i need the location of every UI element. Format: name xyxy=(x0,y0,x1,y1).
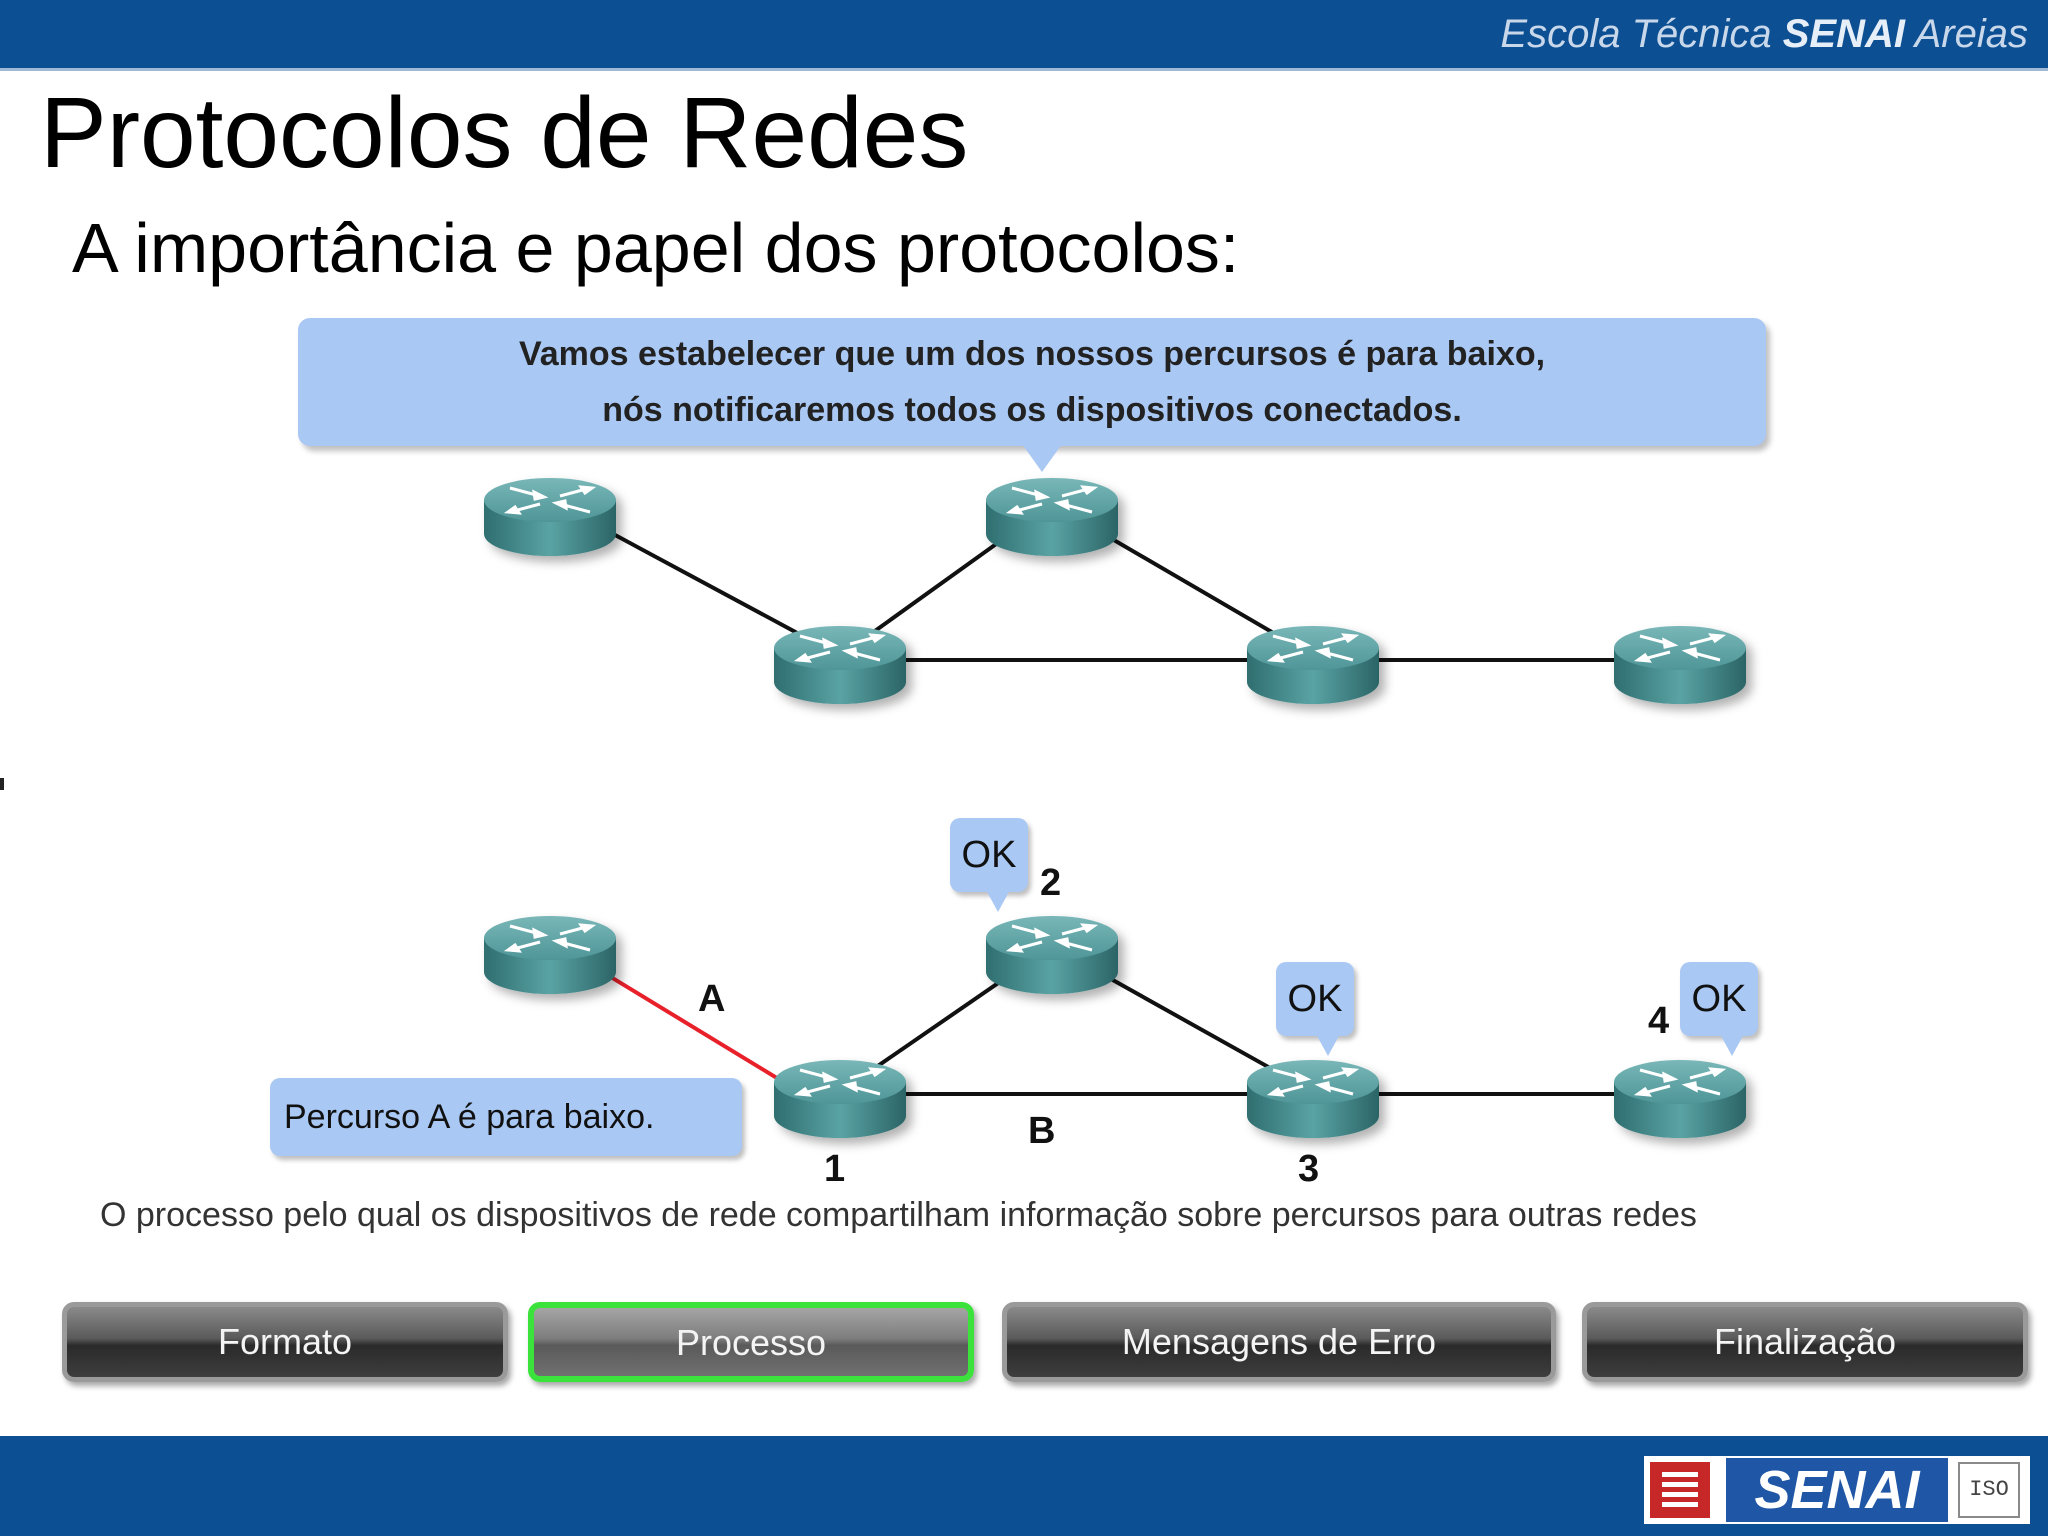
router-icon xyxy=(1247,626,1379,704)
router-icon xyxy=(774,626,906,704)
path-down-callout: Percurso A é para baixo. xyxy=(270,1078,742,1156)
brand-suffix: Areias xyxy=(1904,12,2028,56)
nav-button-processo[interactable]: Processo xyxy=(528,1302,974,1382)
side-mark xyxy=(0,778,4,790)
ok-bubble-router-2: OK xyxy=(950,818,1028,892)
router-number-3: 3 xyxy=(1298,1148,1320,1190)
school-name: Escola Técnica SENAI Areias xyxy=(1500,12,2028,57)
router-icon xyxy=(774,1060,906,1138)
logo-text: SENAI xyxy=(1726,1458,1948,1522)
process-description: O processo pelo qual os dispositivos de … xyxy=(100,1196,1697,1234)
top-callout-line-1: Vamos estabelecer que um dos nossos perc… xyxy=(518,335,1546,373)
senai-logo: SENAI ISO xyxy=(1644,1456,2030,1524)
ok-bubble-router-4: OK xyxy=(1680,962,1758,1036)
header-bar: Escola Técnica SENAI Areias xyxy=(0,0,2048,71)
slide-title: Protocolos de Redes xyxy=(40,77,969,189)
router-icon xyxy=(986,478,1118,556)
ok-bubble-router-3: OK xyxy=(1276,962,1354,1036)
top-callout: Vamos estabelecer que um dos nossos perc… xyxy=(298,318,1766,446)
nav-button-mensagens-de-erro[interactable]: Mensagens de Erro xyxy=(1002,1302,1556,1382)
router-icon xyxy=(1614,626,1746,704)
ok-bubble-tail xyxy=(1316,1034,1340,1056)
router-number-2: 2 xyxy=(1040,862,1062,904)
router-number-1: 1 xyxy=(824,1148,846,1190)
router-icon xyxy=(1247,1060,1379,1138)
router-icon xyxy=(986,916,1118,994)
router-icon xyxy=(1614,1060,1746,1138)
brand-bold: SENAI xyxy=(1782,12,1905,56)
nav-button-finalizacao[interactable]: Finalização xyxy=(1582,1302,2028,1382)
router-icon xyxy=(484,478,616,556)
path-label-b: B xyxy=(1028,1110,1056,1152)
router-number-4: 4 xyxy=(1648,1000,1670,1042)
iso-certification-icon: ISO xyxy=(1958,1462,2020,1518)
logo-emblem-icon xyxy=(1650,1462,1710,1518)
top-callout-tail xyxy=(1022,444,1062,472)
top-callout-line-2: nós notificaremos todos os dispositivos … xyxy=(602,391,1462,429)
path-label-a: A xyxy=(698,978,726,1020)
ok-bubble-tail xyxy=(1720,1034,1744,1056)
nav-button-formato[interactable]: Formato xyxy=(62,1302,508,1382)
router-icon xyxy=(484,916,616,994)
ok-bubble-tail xyxy=(986,890,1010,912)
slide-subtitle: A importância e papel dos protocolos: xyxy=(72,209,1240,287)
brand-prefix: Escola Técnica xyxy=(1500,12,1783,56)
